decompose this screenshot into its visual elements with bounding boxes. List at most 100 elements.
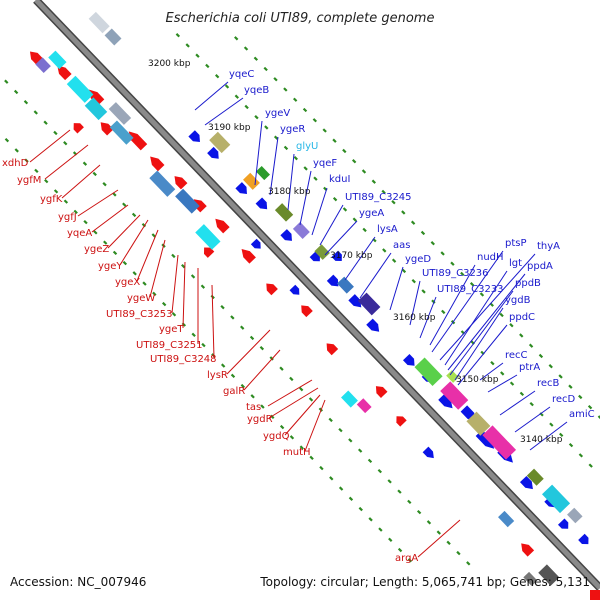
tick-mark	[270, 414, 275, 420]
gene-label[interactable]: yqeA	[67, 228, 92, 239]
tick-mark	[441, 309, 446, 315]
tick-mark	[352, 217, 357, 222]
gene-label[interactable]: ptrA	[519, 362, 540, 373]
tick-mark	[382, 248, 387, 253]
gene-label[interactable]: ygfM	[17, 175, 41, 186]
gene-label[interactable]: kduI	[329, 174, 350, 185]
tick-mark	[234, 36, 239, 41]
gene-label[interactable]: recB	[537, 378, 560, 389]
gene-label[interactable]: nudH	[477, 252, 504, 263]
gene-label[interactable]: ppdC	[509, 312, 535, 323]
tick-mark	[407, 499, 412, 505]
scale-label: 3140 kbp	[520, 435, 563, 445]
leader-line	[479, 362, 504, 381]
leader-line	[419, 296, 437, 339]
gene-label[interactable]: ygdQ	[263, 431, 290, 442]
gene-label[interactable]: yqeF	[313, 158, 337, 169]
gene-label[interactable]: ygeR	[280, 124, 305, 135]
gene-label[interactable]: ygeT	[159, 324, 184, 335]
gene-label[interactable]: UTI89_C3233	[437, 284, 504, 295]
gene-label[interactable]: ppdB	[515, 278, 541, 289]
tick-mark	[103, 240, 108, 245]
tick-mark	[509, 323, 514, 328]
tick-mark	[440, 251, 445, 256]
gene-block	[175, 188, 200, 214]
tick-mark	[319, 465, 324, 471]
gene-label[interactable]: ygfK	[40, 194, 63, 205]
tick-mark	[420, 230, 426, 236]
forward-gene-arrow	[255, 197, 268, 210]
tick-mark	[377, 468, 382, 474]
gene-label[interactable]: tas	[246, 402, 261, 413]
leader-line	[514, 406, 551, 433]
leader-line	[447, 273, 526, 371]
tick-mark	[479, 292, 485, 297]
leader-line	[389, 266, 404, 311]
tick-mark	[308, 397, 314, 402]
gene-label[interactable]: UTI89_C3253	[106, 309, 173, 320]
gene-label[interactable]: ygeA	[359, 208, 384, 219]
forward-gene-arrow	[348, 294, 362, 308]
tick-mark	[220, 363, 226, 368]
gene-label[interactable]: amiC	[569, 409, 595, 420]
gene-label[interactable]: xdhD	[2, 158, 29, 169]
tick-mark	[53, 130, 58, 136]
gene-label[interactable]: ppdA	[527, 261, 553, 272]
tick-mark	[587, 405, 593, 410]
gene-block	[567, 507, 583, 524]
forward-gene-arrow	[422, 446, 434, 459]
gene-label[interactable]: UTI89_C3245	[345, 192, 412, 203]
tick-mark	[299, 445, 304, 450]
gene-label[interactable]: yqeC	[229, 69, 254, 80]
gene-label[interactable]: mutH	[283, 447, 311, 458]
tick-mark	[342, 148, 347, 154]
leader-line	[304, 399, 326, 452]
tick-mark	[24, 158, 29, 163]
gene-label[interactable]: UTI89_C3236	[422, 268, 489, 279]
reverse-gene-arrow	[88, 89, 105, 106]
gene-label[interactable]: ygeX	[115, 277, 140, 288]
tick-mark	[220, 304, 225, 310]
tick-mark	[368, 517, 373, 522]
gene-label[interactable]: ygdB	[505, 295, 531, 306]
gene-label[interactable]: ygfJ	[58, 212, 77, 223]
gene-label[interactable]: recC	[505, 350, 528, 361]
gene-label[interactable]: ygeW	[127, 293, 155, 304]
gene-label[interactable]: lgt	[509, 258, 522, 269]
tick-mark	[264, 125, 269, 130]
tick-mark	[131, 212, 137, 218]
gene-label[interactable]: recD	[552, 394, 576, 405]
gene-label[interactable]: ptsP	[505, 238, 527, 249]
forward-gene-arrow	[366, 318, 380, 332]
gene-label[interactable]: ygeD	[405, 254, 431, 265]
gene-label[interactable]: galR	[223, 386, 245, 397]
tick-mark	[312, 118, 318, 123]
gene-label[interactable]: lysA	[377, 224, 398, 235]
gene-label[interactable]: UTI89_C3248	[150, 354, 217, 365]
gene-label[interactable]: yqeB	[244, 85, 269, 96]
gene-label[interactable]: UTI89_C3251	[136, 340, 203, 351]
gene-label[interactable]: ygeY	[98, 261, 123, 272]
gene-block	[48, 50, 67, 70]
gene-label[interactable]: glyU	[296, 141, 318, 152]
gene-label[interactable]: thyA	[537, 241, 560, 252]
gene-block	[149, 170, 176, 197]
reverse-gene-arrow	[521, 543, 535, 557]
gene-label[interactable]: ygeZ	[84, 244, 109, 255]
gene-label[interactable]: lysR	[207, 370, 228, 381]
tick-mark	[254, 115, 259, 120]
tick-mark	[309, 455, 314, 461]
gene-label[interactable]: ygeV	[265, 108, 290, 119]
gene-label[interactable]: aas	[393, 240, 410, 251]
gene-label[interactable]: argA	[395, 553, 418, 564]
gene-label[interactable]: ygdR	[247, 414, 273, 425]
tick-mark	[329, 476, 334, 481]
tick-mark	[357, 448, 363, 453]
scale-label: 3160 kbp	[393, 313, 436, 323]
tick-mark	[391, 258, 397, 263]
scale-label: 3200 kbp	[148, 59, 191, 69]
leader-line	[359, 252, 392, 299]
leader-line	[444, 270, 508, 366]
reverse-gene-arrow	[326, 343, 339, 356]
tick-mark	[509, 381, 515, 386]
